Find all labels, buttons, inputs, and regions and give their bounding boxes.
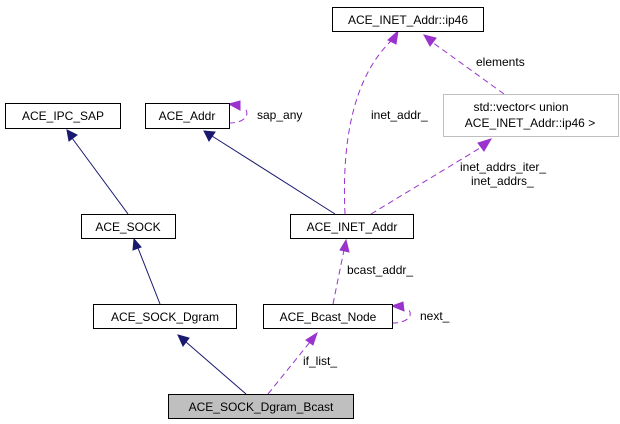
node-sock-dgram[interactable]: ACE_SOCK_Dgram: [93, 304, 237, 329]
label-inet-addrs-iter: inet_addrs_iter_: [460, 160, 546, 174]
node-bcast-node-label: ACE_Bcast_Node: [280, 310, 377, 324]
node-vector-label-1: std::vector< union: [473, 100, 568, 114]
node-addr-label: ACE_Addr: [159, 109, 216, 123]
node-inet-addr-label: ACE_INET_Addr: [307, 220, 398, 234]
node-sock-dgram-bcast-label: ACE_SOCK_Dgram_Bcast: [189, 400, 334, 414]
node-sock[interactable]: ACE_SOCK: [81, 214, 176, 239]
label-inet-addrs: inet_addrs_: [471, 174, 534, 188]
label-elements: elements: [476, 55, 525, 69]
edge-if-list: [267, 331, 318, 395]
edge-vector-to-ip46: [423, 34, 505, 95]
edge-addr-to-inet-addr: [203, 130, 336, 215]
node-inet-addr[interactable]: ACE_INET_Addr: [290, 214, 414, 239]
label-next: next_: [420, 309, 450, 323]
node-sock-label: ACE_SOCK: [95, 220, 160, 234]
node-bcast-node[interactable]: ACE_Bcast_Node: [263, 304, 393, 329]
node-sock-dgram-label: ACE_SOCK_Dgram: [111, 310, 219, 324]
edge-sock-dgram-to-bcast: [177, 334, 247, 395]
edge-sock-to-sock-dgram: [132, 237, 161, 305]
edge-ipc-sap-to-sock: [66, 129, 129, 215]
node-sock-dgram-bcast: ACE_SOCK_Dgram_Bcast: [168, 394, 354, 419]
node-vector[interactable]: std::vector< union ACE_INET_Addr::ip46 >: [443, 94, 619, 137]
edge-bcast-node-to-inet-addr: [332, 238, 350, 305]
label-sap-any: sap_any: [257, 108, 302, 122]
node-vector-label-2: ACE_INET_Addr::ip46 >: [465, 116, 595, 130]
node-ip46-label: ACE_INET_Addr::ip46: [348, 13, 468, 27]
node-ipc-sap[interactable]: ACE_IPC_SAP: [5, 103, 121, 129]
label-if-list: if_list_: [303, 354, 337, 368]
edge-inet-addr-to-ip46: [343, 29, 399, 215]
label-inet-addr: inet_addr_: [371, 108, 428, 122]
node-ip46[interactable]: ACE_INET_Addr::ip46: [332, 7, 484, 32]
label-bcast-addr: bcast_addr_: [347, 263, 413, 277]
edge-sap-any: [227, 100, 248, 124]
edge-next: [390, 301, 411, 324]
node-ipc-sap-label: ACE_IPC_SAP: [22, 109, 104, 123]
edge-inet-addr-to-vector: [370, 138, 493, 215]
node-addr[interactable]: ACE_Addr: [145, 103, 230, 129]
